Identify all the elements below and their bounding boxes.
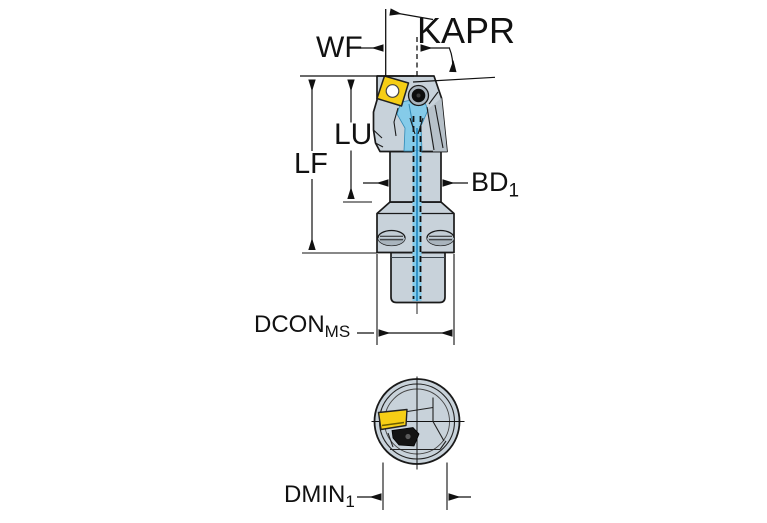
dmin-dimension [357,462,471,510]
flange-slot-left [377,229,406,247]
bd1-subscript: 1 [508,180,520,202]
bd1-text: BD [471,167,509,197]
label-lu: LU [334,120,372,150]
label-dmin1: DMIN1 [284,481,355,511]
lu-dimension [343,79,372,203]
dimension-annotations [300,8,496,345]
front-view [372,75,455,314]
dcon-subscript: MS [324,321,351,341]
dcon-dimension [357,254,455,345]
dmin-text: DMIN [284,481,346,508]
end-view [357,376,471,510]
kapr-dimension [389,8,457,73]
label-lf: LF [294,150,328,179]
label-dcon-ms: DCONMS [254,311,351,341]
dcon-text: DCON [254,311,325,338]
lf-text: LF [294,148,328,180]
clamp-bottom-pin [405,433,411,440]
insert-hole [385,84,400,98]
head-details [373,91,444,151]
insert-bottom [377,408,408,431]
end-view-pocket [387,397,447,451]
flange-slot-right [426,229,455,247]
cutting-edge-line [412,76,496,83]
wf-text: WF [316,31,363,64]
label-kapr: KAPR [417,13,515,49]
lf-dimension [302,79,377,254]
insert-front [376,75,410,107]
clamp-screw [407,84,430,107]
lu-text: LU [334,118,373,151]
dmin-subscript: 1 [345,491,355,511]
label-wf: WF [316,33,363,63]
kapr-text: KAPR [417,10,516,51]
label-bd1: BD1 [471,167,519,201]
